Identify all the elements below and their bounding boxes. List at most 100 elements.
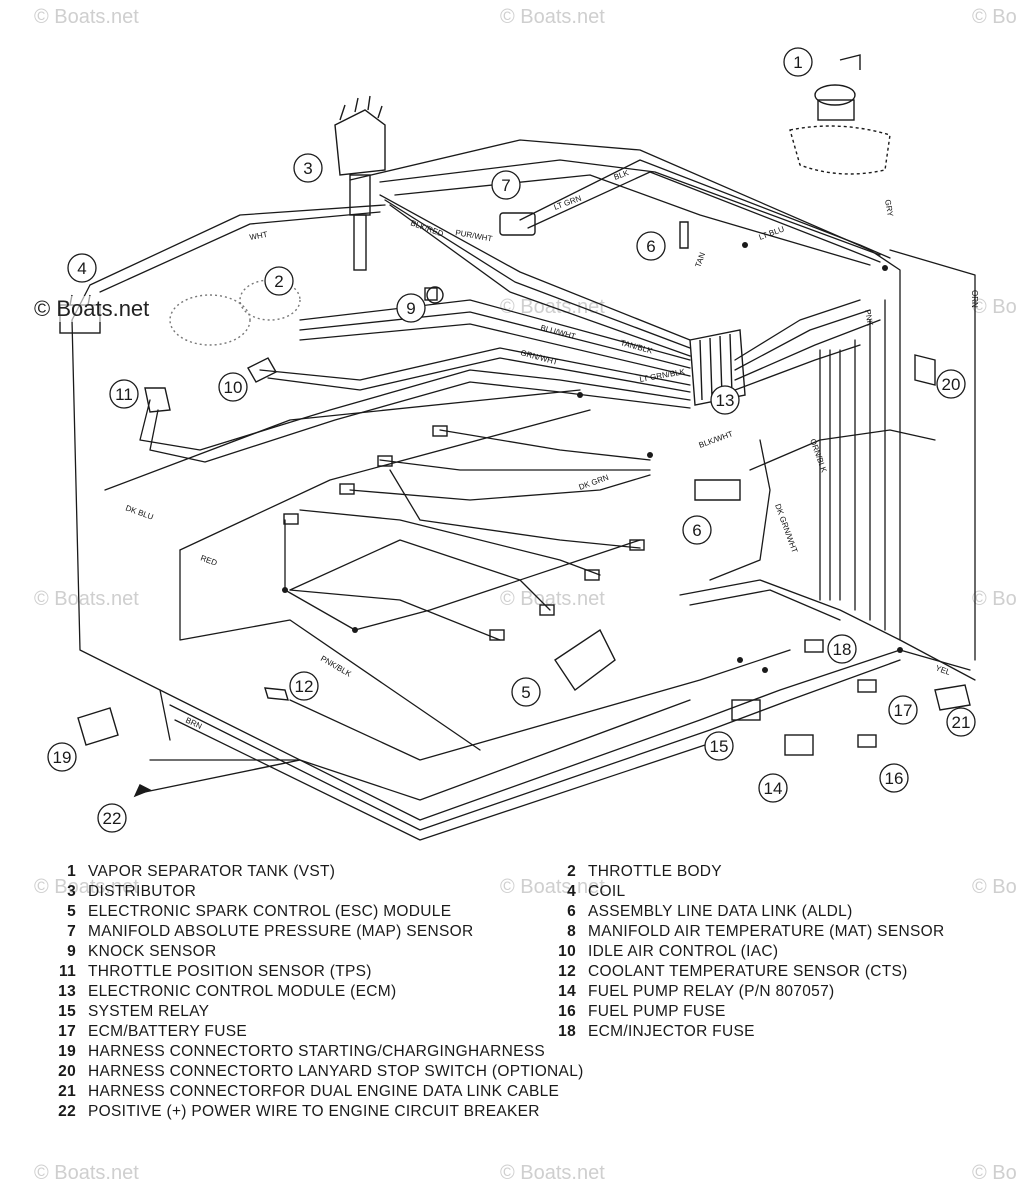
ecm-battery-fuse bbox=[857, 679, 877, 693]
harness-inj-6 bbox=[354, 539, 641, 631]
callout-4: 4 bbox=[67, 253, 97, 283]
harness-tps bbox=[139, 369, 691, 451]
wire-label: BLU/WHT bbox=[539, 323, 576, 341]
connector-19 bbox=[77, 707, 119, 746]
callout-6-upper: 6 bbox=[636, 231, 666, 261]
ecm-fan-3 bbox=[734, 319, 881, 381]
svg-text:11: 11 bbox=[115, 385, 133, 404]
harness-tb bbox=[299, 299, 691, 361]
watermark: © Boats.net bbox=[500, 876, 605, 898]
watermark: © Bo bbox=[972, 876, 1017, 898]
callout-9: 9 bbox=[396, 293, 426, 323]
svg-text:22: 22 bbox=[103, 809, 122, 828]
watermark: © Boats.net bbox=[34, 588, 139, 610]
harness-sep bbox=[749, 429, 936, 471]
wire-label: RED bbox=[199, 553, 218, 567]
ecm bbox=[689, 329, 746, 406]
harness-dk-blu bbox=[104, 389, 581, 491]
callout-7: 7 bbox=[491, 170, 521, 200]
watermark: © Boats.net bbox=[500, 1162, 605, 1184]
svg-text:9: 9 bbox=[406, 299, 415, 318]
svg-text:19: 19 bbox=[53, 748, 72, 767]
harness-dist-ecm bbox=[379, 194, 691, 341]
wire-label: PNK bbox=[863, 309, 875, 327]
svg-text:13: 13 bbox=[716, 391, 735, 410]
map-sensor bbox=[499, 212, 536, 236]
harness-dist-ecm-2 bbox=[384, 199, 691, 349]
fuel-pump-relay bbox=[784, 734, 814, 756]
ecm-fan-2 bbox=[734, 309, 871, 371]
aldl bbox=[694, 479, 741, 501]
svg-text:6: 6 bbox=[692, 521, 701, 540]
callout-14: 14 bbox=[758, 773, 788, 803]
wire-label: BLK/WHT bbox=[698, 429, 735, 450]
fuel-pump-fuse bbox=[857, 734, 877, 748]
system-relay bbox=[731, 699, 761, 721]
watermark: © Boats.net bbox=[34, 1162, 139, 1184]
harness-dist-ecm-3 bbox=[389, 204, 691, 357]
harness-vst-2 bbox=[527, 171, 881, 263]
svg-text:16: 16 bbox=[885, 769, 904, 788]
svg-text:18: 18 bbox=[833, 640, 852, 659]
ecm-injector-fuse bbox=[804, 639, 824, 653]
wire-label: TAN bbox=[693, 251, 707, 269]
harness-left-loop-2 bbox=[99, 211, 381, 293]
wiring-diagram: GRY BLK LT GRN ORN PNK TAN WHT RED YEL D… bbox=[47, 47, 979, 841]
svg-text:7: 7 bbox=[501, 176, 510, 195]
svg-text:12: 12 bbox=[295, 677, 314, 696]
svg-text:6: 6 bbox=[646, 237, 655, 256]
cts bbox=[264, 687, 289, 701]
harness-lower-4 bbox=[289, 649, 791, 761]
callout-19: 19 bbox=[47, 742, 77, 772]
harness-trunk-outer bbox=[349, 139, 976, 681]
callout-15: 15 bbox=[704, 731, 734, 761]
splice-points bbox=[282, 242, 903, 673]
callout-16: 16 bbox=[879, 763, 909, 793]
harness-inj-9 bbox=[389, 469, 641, 549]
svg-text:5: 5 bbox=[521, 683, 530, 702]
harness-iac-2 bbox=[267, 357, 691, 393]
callout-13: 13 bbox=[710, 385, 740, 415]
watermark: © Bo bbox=[972, 296, 1017, 318]
throttle-body bbox=[169, 279, 301, 346]
callout-17: 17 bbox=[888, 695, 918, 725]
wire-label: GRY bbox=[883, 199, 895, 218]
harness-inj-5 bbox=[289, 589, 501, 641]
callout-20: 20 bbox=[936, 369, 966, 399]
harness-tb-3 bbox=[299, 323, 691, 377]
watermark: © Bo bbox=[972, 588, 1017, 610]
harness-inj-3 bbox=[299, 509, 601, 576]
harness-aldl bbox=[709, 439, 771, 581]
harness-inj-2 bbox=[349, 474, 651, 501]
watermark: © Boats.net bbox=[500, 6, 605, 28]
callout-3: 3 bbox=[293, 153, 323, 183]
harness-dk-blu-2 bbox=[179, 409, 591, 551]
ecm-fan bbox=[734, 299, 861, 361]
svg-text:20: 20 bbox=[942, 375, 961, 394]
knock-sensor bbox=[424, 286, 444, 304]
svg-text:1: 1 bbox=[793, 53, 802, 72]
tps bbox=[144, 387, 171, 413]
harness-tb-2 bbox=[299, 311, 691, 369]
connector-20 bbox=[914, 354, 936, 386]
wire-label: WHT bbox=[249, 230, 269, 242]
callout-18: 18 bbox=[827, 634, 857, 664]
harness-inj-7 bbox=[284, 519, 356, 631]
harness-inj-1 bbox=[439, 429, 651, 461]
fuel-injectors bbox=[283, 425, 645, 641]
vapor-separator-tank bbox=[789, 54, 891, 175]
